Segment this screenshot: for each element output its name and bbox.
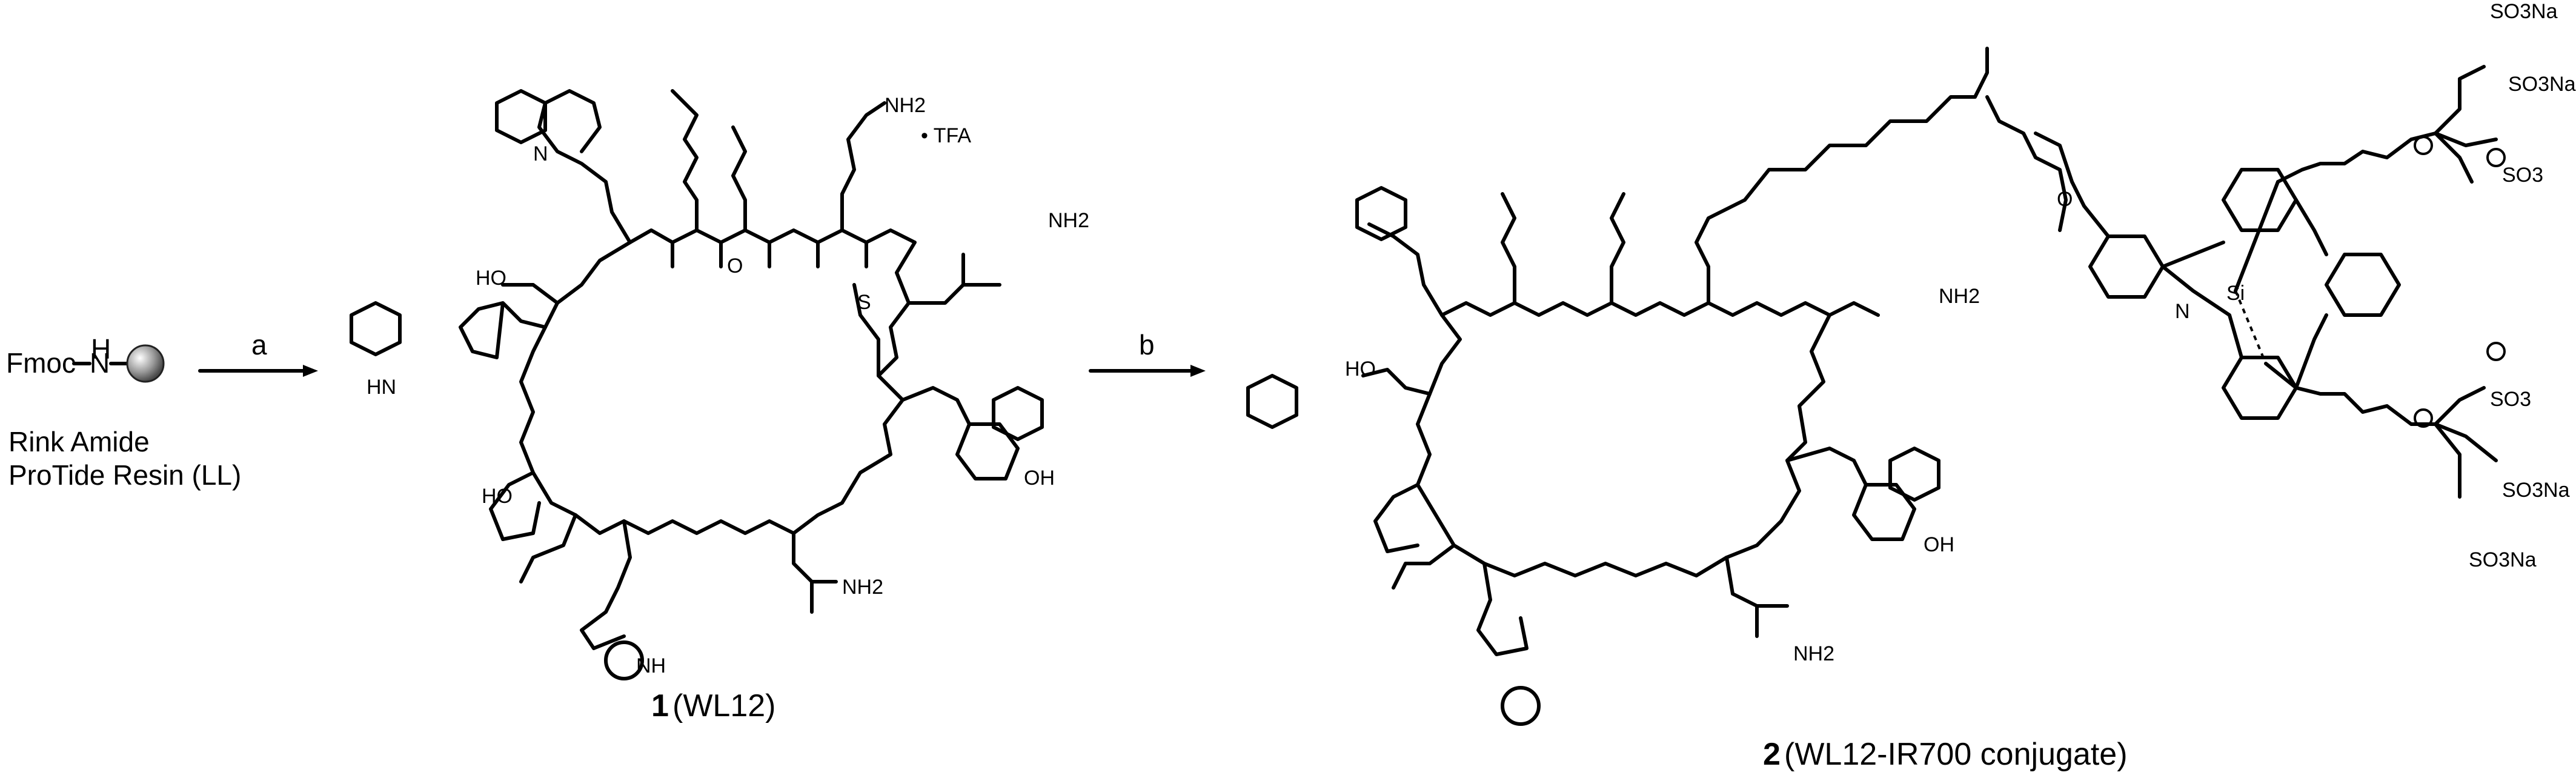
macrocycle-ring-2 bbox=[1416, 301, 1880, 577]
c1-atom-nh2-lys: NH2 bbox=[885, 94, 926, 117]
compound-1-name: (WL12) bbox=[672, 688, 775, 723]
c1-atom-ho-ser: HO bbox=[476, 267, 506, 290]
c2-atom-so3-anion-2: SO3 bbox=[2490, 388, 2531, 411]
compound-1-number: 1 bbox=[651, 688, 669, 723]
fmoc-label: Fmoc bbox=[6, 347, 76, 379]
arrow-b-label: b bbox=[1139, 329, 1155, 361]
c2-atom-si-center: Si bbox=[2226, 282, 2245, 305]
resin-name-line2: ProTide Resin (LL) bbox=[8, 459, 241, 491]
arrow-a: a bbox=[198, 329, 318, 377]
compound-2-name: (WL12-IR700 conjugate) bbox=[1784, 737, 2128, 772]
c1-atom-o-carbonyl: O bbox=[727, 254, 743, 278]
c2-atom-so3na-1: SO3Na bbox=[2490, 0, 2558, 23]
c2-atom-oh-tyr: OH bbox=[1924, 533, 1954, 556]
c1-atom-hn-indole: HN bbox=[367, 376, 396, 399]
c2-atom-so3na-3: SO3Na bbox=[2502, 479, 2570, 502]
c2-atom-ho-ser: HO bbox=[1345, 357, 1376, 381]
c1-atom-ho-hyp: HO bbox=[482, 485, 513, 508]
c1-tfa-salt: • TFA bbox=[921, 124, 971, 147]
nh-h-label: H bbox=[91, 333, 111, 365]
arrow-b: b bbox=[1089, 329, 1206, 377]
starting-material: Fmoc H N Rink Amide ProTide Resin (LL) bbox=[6, 333, 241, 491]
compound-2-structure: Si O N SO3Na SO3Na SO3Na SO3Na SO3 SO3 N… bbox=[1246, 0, 2576, 726]
compound-1-caption: 1 (WL12) bbox=[651, 688, 775, 723]
macrocycle-ring-1 bbox=[519, 228, 917, 535]
c1-atom-nh2-asn: NH2 bbox=[842, 576, 883, 599]
c2-atom-o-ether: O bbox=[2057, 188, 2073, 211]
c2-atom-n-core: N bbox=[2175, 300, 2190, 323]
c1-atom-s-thioether: S bbox=[857, 291, 871, 314]
c1-atom-nh2-gly: NH2 bbox=[1048, 209, 1089, 232]
c2-atom-so3na-4: SO3Na bbox=[2469, 548, 2537, 571]
c2-atom-nh2-gly: NH2 bbox=[1939, 285, 1980, 308]
nh-n-label: N bbox=[90, 347, 110, 379]
c2-atom-so3-anion-1: SO3 bbox=[2502, 164, 2543, 187]
resin-name-line1: Rink Amide bbox=[8, 426, 150, 457]
c1-atom-oh-tyr: OH bbox=[1024, 467, 1055, 490]
compound-2-number: 2 bbox=[1763, 737, 1781, 772]
c2-atom-nh2-asn: NH2 bbox=[1793, 642, 1834, 665]
compound-1-structure: NH2 NH2 NH2 HO HO OH HN NH N O S • TFA bbox=[350, 89, 1089, 680]
c2-atom-so3na-2: SO3Na bbox=[2508, 73, 2576, 96]
c1-atom-nh-imidazole: NH bbox=[636, 654, 666, 677]
c1-atom-n-indole: N bbox=[533, 142, 548, 165]
compound-2-caption: 2 (WL12-IR700 conjugate) bbox=[1763, 737, 2128, 772]
ir700-dye-core: Si O N bbox=[2034, 65, 2506, 499]
resin-bead-icon bbox=[126, 344, 165, 383]
arrow-a-label: a bbox=[251, 329, 267, 361]
